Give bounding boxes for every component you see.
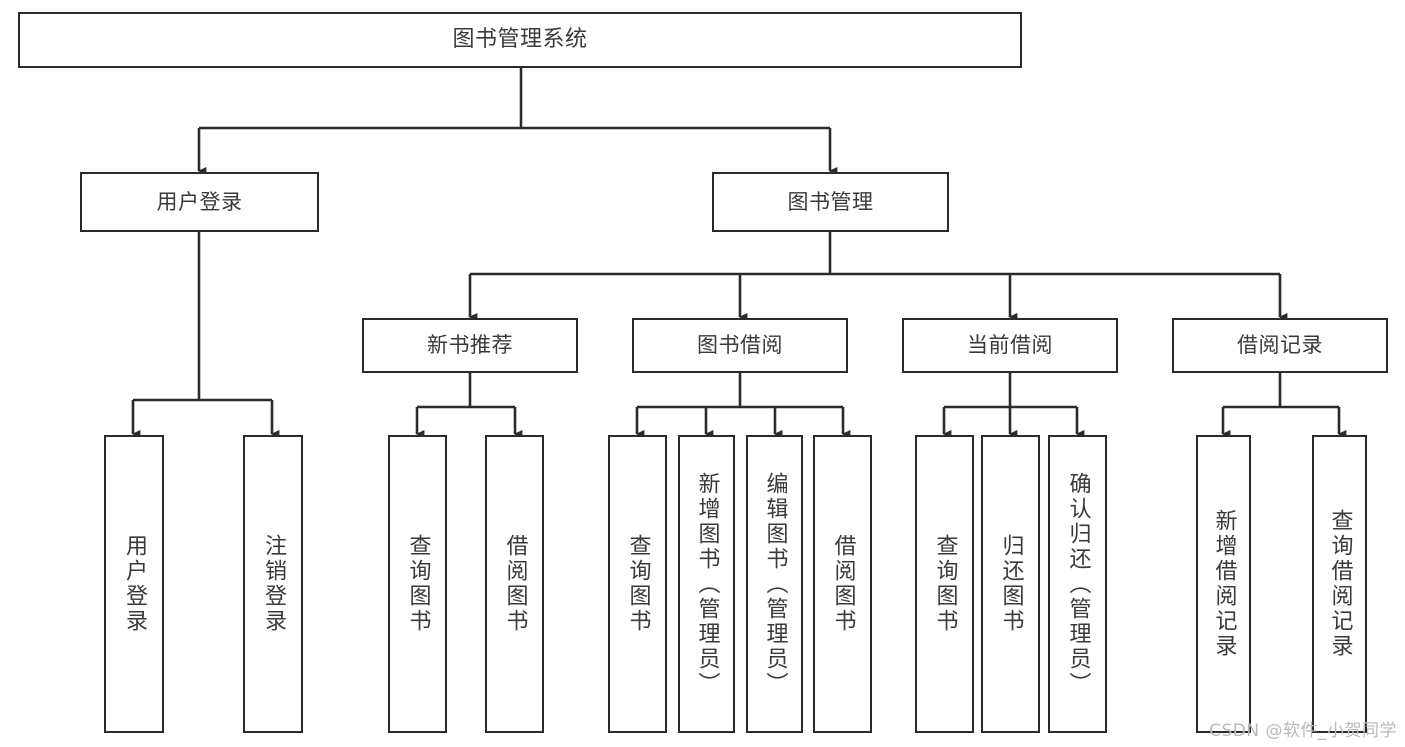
node-leaf-label: 归还图书 xyxy=(998,534,1024,634)
node-leaf-leaf-add-book[interactable]: 新增图书（管理员） xyxy=(678,435,735,733)
node-leaf-label: 查询图书 xyxy=(405,534,431,634)
node-leaf-label: 新增借阅记录 xyxy=(1211,509,1237,659)
node-leaf-leaf-query-record[interactable]: 查询借阅记录 xyxy=(1312,435,1367,733)
node-leaf-label: 查询图书 xyxy=(932,534,958,634)
node-leaf-label: 用户登录 xyxy=(122,534,147,634)
node-leaf-leaf-user-login[interactable]: 用户登录 xyxy=(104,435,164,733)
node-level3-borrow-record[interactable]: 借阅记录 xyxy=(1172,318,1388,373)
connector-lines xyxy=(131,68,1347,438)
watermark-text: CSDN @软件_小贺同学 xyxy=(1209,721,1397,741)
node-leaf-leaf-user-logout[interactable]: 注销登录 xyxy=(243,435,303,733)
node-leaf-leaf-confirm-return[interactable]: 确认归还（管理员） xyxy=(1048,435,1107,733)
node-leaf-label: 编辑图书（管理员） xyxy=(762,471,788,697)
node-leaf-leaf-return-book[interactable]: 归还图书 xyxy=(981,435,1040,733)
node-leaf-leaf-query-book-1[interactable]: 查询图书 xyxy=(388,435,447,733)
node-level3-label: 借阅记录 xyxy=(1237,333,1323,358)
node-leaf-label: 确认归还（管理员） xyxy=(1065,471,1091,697)
node-leaf-label: 新增图书（管理员） xyxy=(694,471,720,697)
node-root-label: 图书管理系统 xyxy=(452,27,588,53)
node-leaf-leaf-borrow-book-2[interactable]: 借阅图书 xyxy=(813,435,872,733)
node-level2-label: 用户登录 xyxy=(156,189,243,214)
node-level3-book-borrow[interactable]: 图书借阅 xyxy=(632,318,848,373)
node-leaf-leaf-edit-book[interactable]: 编辑图书（管理员） xyxy=(746,435,803,733)
node-leaf-leaf-borrow-book-1[interactable]: 借阅图书 xyxy=(485,435,544,733)
node-leaf-label: 查询借阅记录 xyxy=(1327,509,1353,659)
node-level3-label: 当前借阅 xyxy=(967,333,1053,358)
node-leaf-label: 借阅图书 xyxy=(830,534,856,634)
node-level2-book-manage[interactable]: 图书管理 xyxy=(712,172,949,232)
node-leaf-leaf-query-book-3[interactable]: 查询图书 xyxy=(915,435,974,733)
node-level3-new-book-recommend[interactable]: 新书推荐 xyxy=(362,318,578,373)
node-level3-current-borrow[interactable]: 当前借阅 xyxy=(902,318,1118,373)
node-level2-user-login[interactable]: 用户登录 xyxy=(80,172,319,232)
node-level3-label: 新书推荐 xyxy=(427,333,513,358)
node-leaf-label: 借阅图书 xyxy=(502,534,528,634)
node-level2-label: 图书管理 xyxy=(787,189,874,214)
node-level3-label: 图书借阅 xyxy=(697,333,783,358)
node-leaf-leaf-add-record[interactable]: 新增借阅记录 xyxy=(1196,435,1251,733)
node-leaf-leaf-query-book-2[interactable]: 查询图书 xyxy=(608,435,667,733)
node-root-system[interactable]: 图书管理系统 xyxy=(18,12,1022,68)
node-leaf-label: 注销登录 xyxy=(261,534,286,634)
node-leaf-label: 查询图书 xyxy=(625,534,651,634)
